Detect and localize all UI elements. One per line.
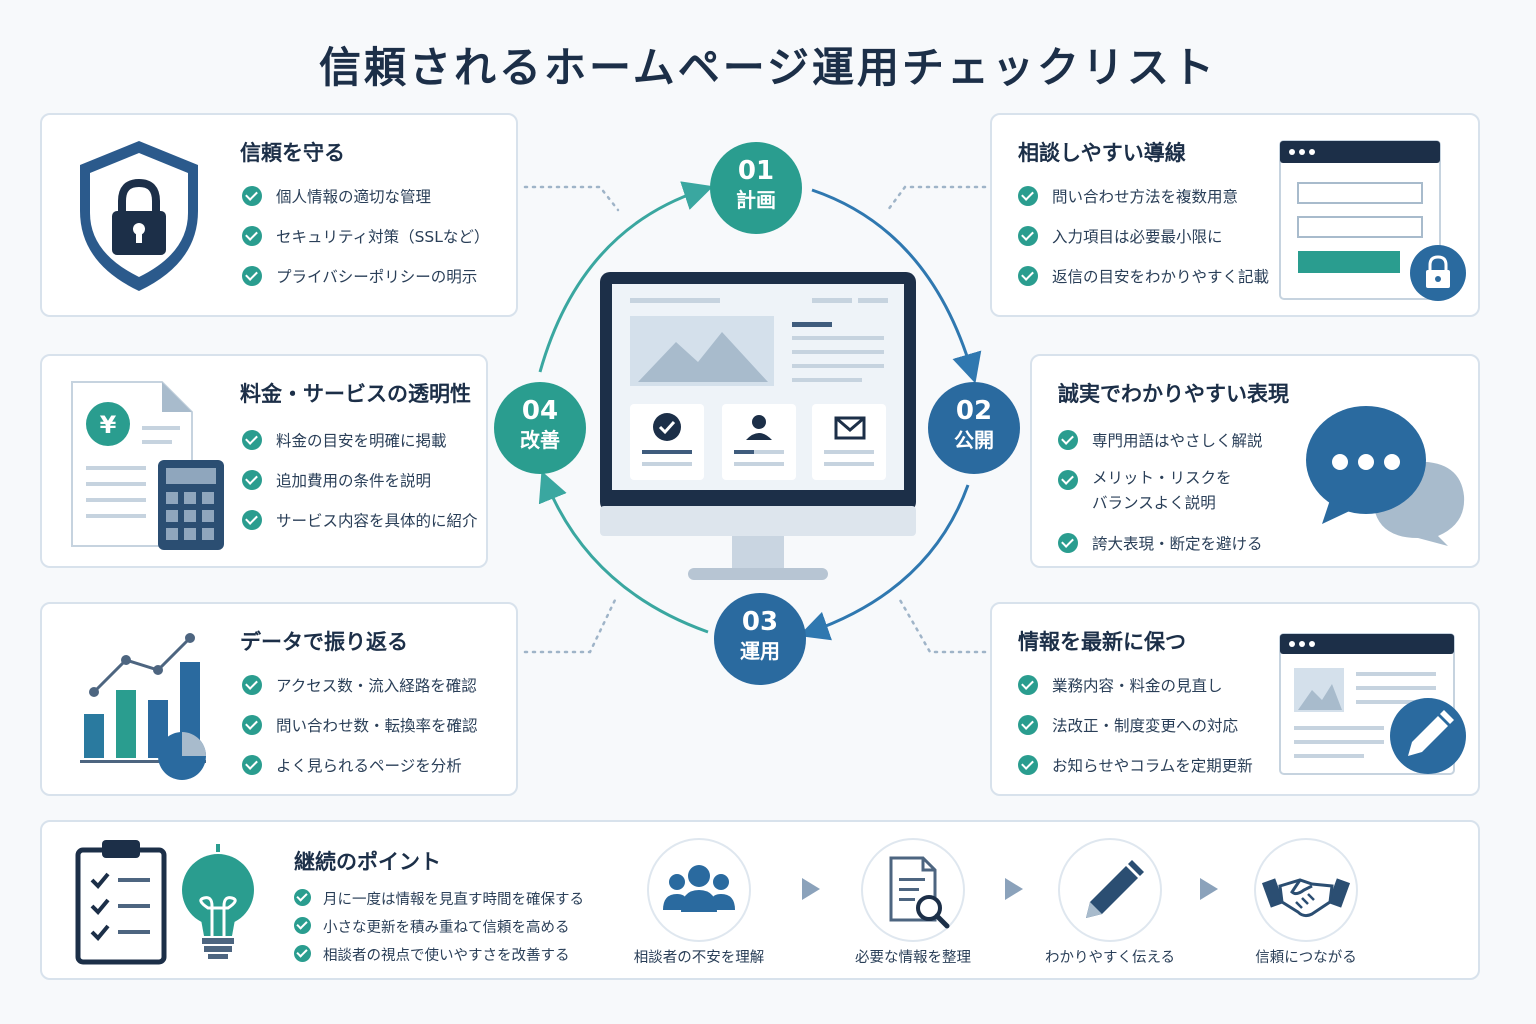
page-title: 信頼されるホームページ運用チェックリスト	[319, 43, 1217, 92]
checklist-item: 専門用語はやさしく解説	[1058, 429, 1263, 469]
document-search-icon	[889, 856, 950, 929]
bar-chart-icon	[80, 633, 206, 780]
flow-label: わかりやすく伝える	[1044, 950, 1176, 966]
checklist-item: セキュリティ対策（SSLなど）	[242, 225, 489, 265]
card-title: 情報を最新に保つ	[1018, 630, 1186, 654]
step-number: 04	[521, 396, 559, 426]
check-icon	[1058, 470, 1078, 490]
step-label: 運用	[740, 639, 780, 663]
check-icon	[1058, 533, 1078, 553]
check-icon	[294, 945, 311, 962]
check-icon	[242, 430, 262, 450]
card-title: データで振り返る	[240, 630, 408, 654]
yen-document-calculator-icon: ¥	[71, 381, 224, 550]
monitor-illustration	[600, 272, 916, 580]
check-icon	[242, 755, 262, 775]
cycle-arrow-03-04	[538, 470, 709, 634]
check-icon	[1018, 226, 1038, 246]
check-icon	[1018, 715, 1038, 735]
checklist-item: 返信の目安をわかりやすく記載	[1018, 265, 1269, 305]
check-icon	[1018, 755, 1038, 775]
card-title: 料金・サービスの透明性	[240, 382, 471, 406]
cycle-arrow-04-01	[538, 181, 714, 373]
flow-label: 必要な情報を整理	[855, 950, 971, 966]
step-number: 01	[737, 156, 775, 186]
step-01-plan: 01 計画	[710, 142, 802, 234]
cycle-arrow-02-03	[798, 484, 970, 641]
flow-step-understand	[647, 838, 751, 942]
flow-step-trust	[1254, 838, 1358, 942]
check-icon	[1018, 675, 1038, 695]
check-icon	[1018, 266, 1038, 286]
card-contact: 相談しやすい導線 問い合わせ方法を複数用意 入力項目は必要最小限に 返信の目安を…	[990, 113, 1480, 317]
card-title: 相談しやすい導線	[1018, 141, 1186, 165]
clipboard-lightbulb-icon	[75, 840, 254, 965]
check-icon	[294, 917, 311, 934]
card-title: 継続のポイント	[294, 850, 441, 874]
checklist-item: 誇大表現・断定を避ける	[1058, 532, 1263, 572]
speech-bubble-icon	[1306, 406, 1465, 546]
flow-label: 相談者の不安を理解	[633, 950, 765, 966]
handshake-icon	[1261, 878, 1351, 918]
check-icon	[242, 470, 262, 490]
check-icon	[242, 186, 262, 206]
flow-arrow-icon	[1200, 878, 1218, 900]
card-pricing: ¥ 料金・サービスの透明性 料金の目安を明確に掲載 追加費用の条件を説明 サービ…	[40, 354, 488, 568]
pen-icon	[1086, 860, 1144, 918]
checklist-item: 個人情報の適切な管理	[242, 185, 489, 225]
checklist-item: お知らせやコラムを定期更新	[1018, 754, 1253, 794]
flow-step-organize	[861, 838, 965, 942]
check-icon	[1058, 430, 1078, 450]
step-label: 公開	[954, 428, 994, 452]
shield-lock-icon	[80, 141, 198, 291]
step-number: 02	[955, 396, 993, 426]
checklist-item: 月に一度は情報を見直す時間を確保する	[294, 888, 584, 916]
cycle-arrow-01-02	[811, 188, 982, 384]
card-title: 信頼を守る	[240, 141, 345, 165]
checklist-item: アクセス数・流入経路を確認	[242, 674, 478, 714]
checklist-item: 小さな更新を積み重ねて信頼を高める	[294, 916, 584, 944]
checklist-item: 問い合わせ方法を複数用意	[1018, 185, 1269, 225]
svg-text:¥: ¥	[100, 411, 117, 439]
checklist-item: メリット・リスクをバランスよく説明	[1058, 469, 1263, 532]
flow-label: 信頼につながる	[1255, 950, 1357, 966]
card-honest: 誠実でわかりやすい表現 専門用語はやさしく解説 メリット・リスクをバランスよく説…	[1030, 354, 1480, 568]
card-latest: 情報を最新に保つ 業務内容・料金の見直し 法改正・制度変更への対応 お知らせやコ…	[990, 602, 1480, 796]
step-04-improve: 04 改善	[494, 382, 586, 474]
card-title: 誠実でわかりやすい表現	[1058, 382, 1289, 406]
checklist-item: 業務内容・料金の見直し	[1018, 674, 1253, 714]
checklist-item: 追加費用の条件を説明	[242, 469, 478, 509]
flow-arrow-icon	[802, 878, 820, 900]
check-icon	[242, 266, 262, 286]
step-label: 改善	[520, 428, 560, 452]
check-icon	[1018, 186, 1038, 206]
check-icon	[294, 889, 311, 906]
card-trust: 信頼を守る 個人情報の適切な管理 セキュリティ対策（SSLなど） プライバシーポ…	[40, 113, 518, 317]
checklist-item: 入力項目は必要最小限に	[1018, 225, 1269, 265]
checklist-item: プライバシーポリシーの明示	[242, 265, 489, 305]
checklist-item: 問い合わせ数・転換率を確認	[242, 714, 478, 754]
card-data: データで振り返る アクセス数・流入経路を確認 問い合わせ数・転換率を確認 よく見…	[40, 602, 518, 796]
step-label: 計画	[736, 188, 776, 212]
step-03-operate: 03 運用	[714, 593, 806, 685]
checklist-item: サービス内容を具体的に紹介	[242, 509, 478, 549]
contact-form-icon	[1279, 140, 1466, 301]
check-icon	[242, 510, 262, 530]
checklist-item: 法改正・制度変更への対応	[1018, 714, 1253, 754]
edit-page-icon	[1279, 633, 1466, 775]
check-icon	[242, 675, 262, 695]
step-02-publish: 02 公開	[928, 382, 1020, 474]
checklist-item: 料金の目安を明確に掲載	[242, 429, 478, 469]
checklist-item: 相談者の視点で使いやすさを改善する	[294, 944, 584, 972]
check-icon	[242, 715, 262, 735]
people-icon	[663, 865, 735, 912]
check-icon	[242, 226, 262, 246]
step-number: 03	[741, 607, 779, 637]
flow-arrow-icon	[1005, 878, 1023, 900]
flow-step-communicate	[1058, 838, 1162, 942]
card-continuation: 継続のポイント 月に一度は情報を見直す時間を確保する 小さな更新を積み重ねて信頼…	[40, 820, 1480, 980]
checklist-item: よく見られるページを分析	[242, 754, 478, 794]
